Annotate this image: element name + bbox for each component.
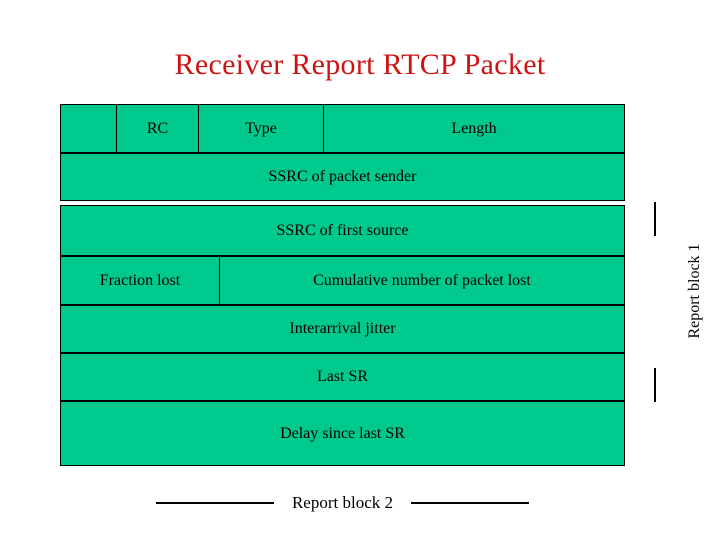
packet-row-interarrival-jitter: Interarrival jitter (60, 305, 625, 353)
packet-row-last-sr: Last SR (60, 353, 625, 401)
packet-row-ssrc-sender: SSRC of packet sender (60, 153, 625, 201)
field-delay-since-last-sr: Delay since last SR (280, 424, 405, 442)
page-title: Receiver Report RTCP Packet (174, 48, 546, 82)
field-ssrc-of-first-source: SSRC of first source (276, 221, 409, 239)
bracket-dash-left-icon (155, 502, 274, 504)
field-cumulative-number-of-packet-lost: Cumulative number of packet lost (219, 257, 624, 304)
field-last-sr: Last SR (316, 368, 369, 385)
field-interarrival-jitter: Interarrival jitter (289, 320, 396, 337)
bracket-dash-bottom-icon (654, 368, 656, 402)
report-block-2-bracket: Report block 2 (60, 486, 625, 520)
report-block-1-bracket: Report block 1 (634, 196, 703, 408)
report-block-1-label: Report block 1 (686, 243, 703, 339)
field-flags (61, 105, 116, 152)
rtcp-packet-diagram: RC Type Length SSRC of packet sender SSR… (60, 104, 625, 466)
field-fraction-lost: Fraction lost (99, 271, 181, 289)
packet-row-fraction-lost: Fraction lost Cumulative number of packe… (60, 256, 625, 305)
packet-row-ssrc-source: SSRC of first source (60, 205, 625, 256)
field-rc: RC (116, 105, 198, 152)
packet-row-delay-since-last-sr: Delay since last SR (60, 401, 625, 466)
bracket-dash-right-icon (411, 502, 530, 504)
field-ssrc-of-packet-sender: SSRC of packet sender (268, 168, 417, 185)
field-type: Type (198, 105, 323, 152)
field-length: Length (323, 105, 624, 152)
packet-row-header: RC Type Length (60, 104, 625, 153)
report-block-2-label: Report block 2 (291, 493, 394, 512)
bracket-dash-top-icon (654, 202, 656, 236)
